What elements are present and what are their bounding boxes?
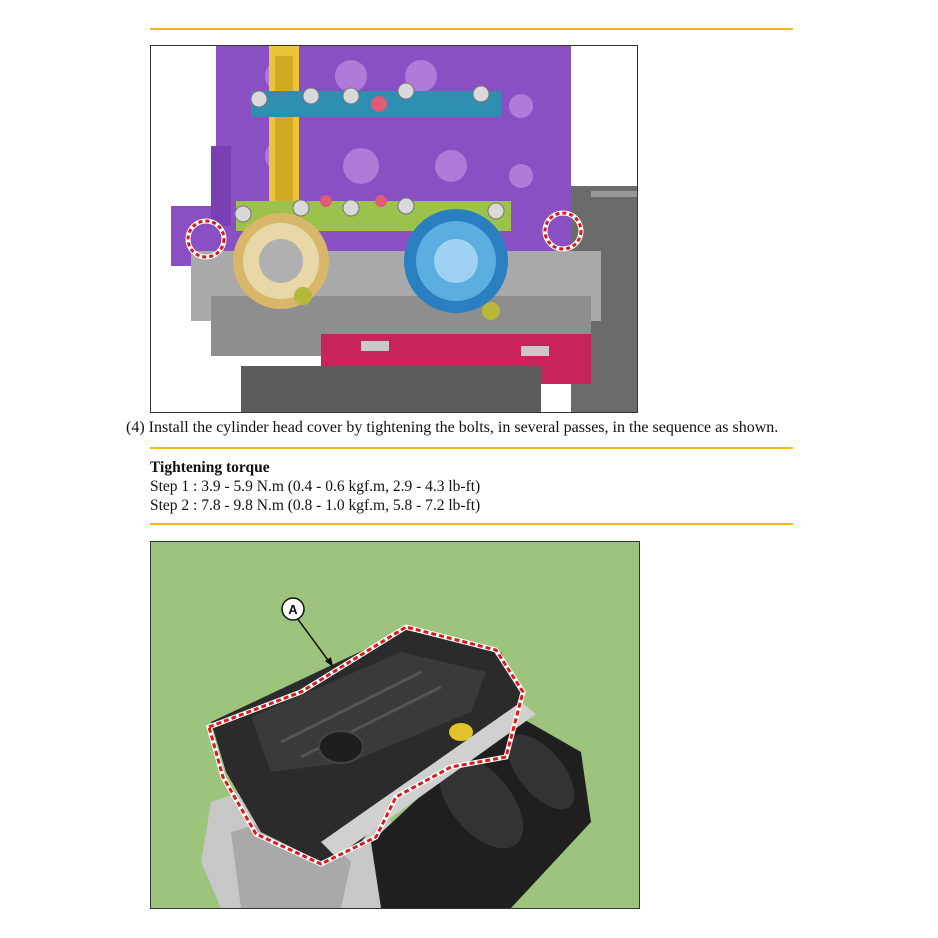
torque-heading: Tightening torque <box>150 459 270 476</box>
callout-a-label: A <box>288 602 298 617</box>
torque-step-2: Step 2 : 7.8 - 9.8 N.m (0.8 - 1.0 kgf.m,… <box>150 497 481 514</box>
torque-step-1: Step 1 : 3.9 - 5.9 N.m (0.4 - 0.6 kgf.m,… <box>150 478 481 495</box>
torque-top-rule <box>150 447 793 449</box>
callout-a-circle <box>281 597 305 621</box>
cylinder-head-cover-illustration: A <box>201 597 591 908</box>
top-rule <box>150 28 793 30</box>
tightening-torque-block: Tightening torque Step 1 : 3.9 - 5.9 N.m… <box>150 458 480 515</box>
step-instruction: (4) Install the cylinder head cover by t… <box>126 419 779 436</box>
engine-timing-figure <box>150 45 638 413</box>
cylinder-head-cover-figure: A <box>150 541 640 909</box>
engine-timing-illustration <box>171 46 637 412</box>
callout-leader <box>296 617 334 668</box>
torque-bottom-rule <box>150 523 793 525</box>
